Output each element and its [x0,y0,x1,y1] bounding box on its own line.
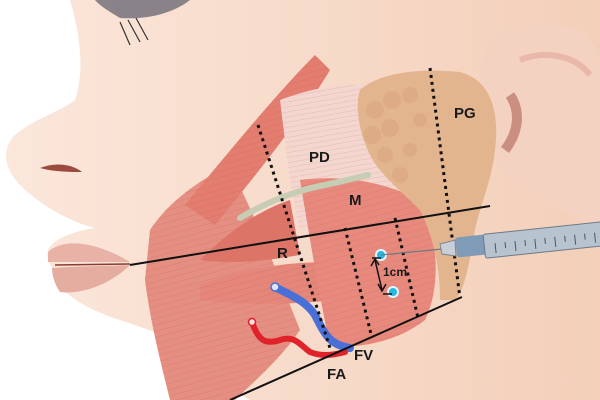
lower-lip [52,265,130,293]
label-facial-artery: FA [327,366,347,383]
syringe-luer [455,234,487,258]
artery-cut-end [247,317,257,327]
syringe-needle [380,248,443,256]
upper-boundary-line [129,205,491,266]
facial-vein [271,283,354,352]
label-distance: 1cm [383,265,408,279]
zone-dotted-lines [256,67,462,349]
nostril [40,164,82,172]
vein-cut-end [270,282,280,292]
ear-helix [518,52,593,77]
lower-boundary-line [229,296,463,400]
label-risorius: R [277,245,288,262]
lip-line [54,263,131,266]
ear [477,22,600,230]
risorius-fibers [200,262,335,304]
distance-arrow [370,257,392,295]
upper-lip [48,243,130,262]
syringe [380,221,600,259]
parotid-duct [237,172,371,221]
ear-canal-shadow [500,92,522,153]
eyelash-lines [119,17,149,46]
label-facial-vein: FV [354,347,374,364]
facial-artery [249,319,348,358]
label-parotid-gland: PG [454,105,476,122]
eye [95,0,190,19]
syringe-graduations [494,232,597,254]
injection-point-lower [387,286,399,298]
syringe-hub [439,239,457,257]
label-parotid-duct: PD [309,149,330,166]
gland-lobules [363,87,427,183]
buccal-muscle [200,200,300,263]
syringe-barrel [482,221,600,259]
label-masseter: M [349,192,362,209]
